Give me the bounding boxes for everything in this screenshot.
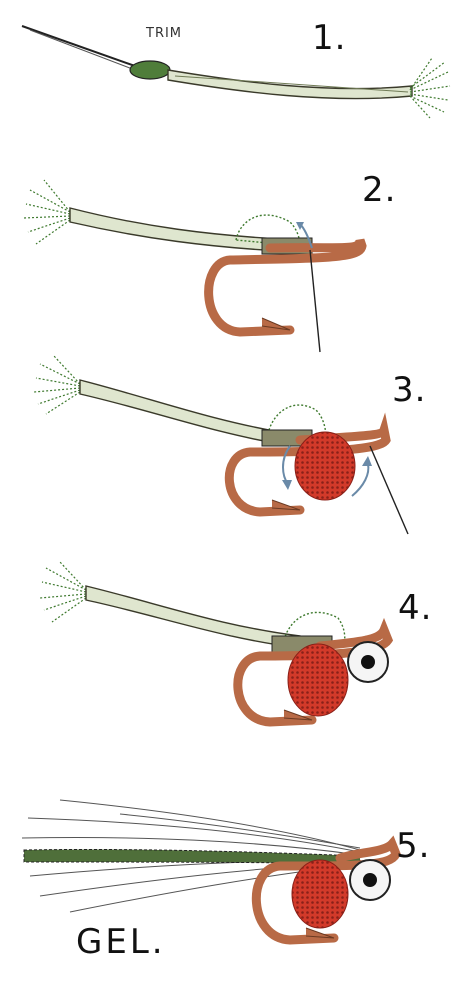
step-3-tube	[80, 380, 280, 444]
step-1-number: 1.	[312, 18, 346, 58]
step-4-pupil	[361, 655, 375, 669]
step-5-pupil	[363, 873, 377, 887]
step-1-needle	[22, 26, 135, 66]
step-1-thread-wrap	[130, 61, 170, 79]
step-1-illustration	[22, 26, 450, 118]
step-4-number: 4.	[398, 588, 432, 628]
step-3-number: 3.	[392, 370, 426, 410]
step-5-number: 5.	[396, 826, 430, 866]
trim-label: TRIM	[146, 26, 182, 41]
step-1-frayed-end	[410, 58, 450, 118]
step-4-tube	[86, 586, 300, 648]
step-2-frayed-end	[24, 180, 70, 244]
step-4-illustration	[40, 562, 388, 722]
step-2-illustration	[24, 180, 362, 352]
step-5-illustration	[22, 800, 396, 940]
step-3-illustration	[34, 356, 408, 534]
step-2-thread-line	[310, 250, 320, 352]
step-3-frayed-end	[34, 356, 80, 414]
step-3-thread-line	[370, 446, 408, 534]
gel-label: GEL.	[76, 922, 166, 962]
step-2-number: 2.	[362, 170, 396, 210]
step-4-frayed-end	[40, 562, 86, 622]
